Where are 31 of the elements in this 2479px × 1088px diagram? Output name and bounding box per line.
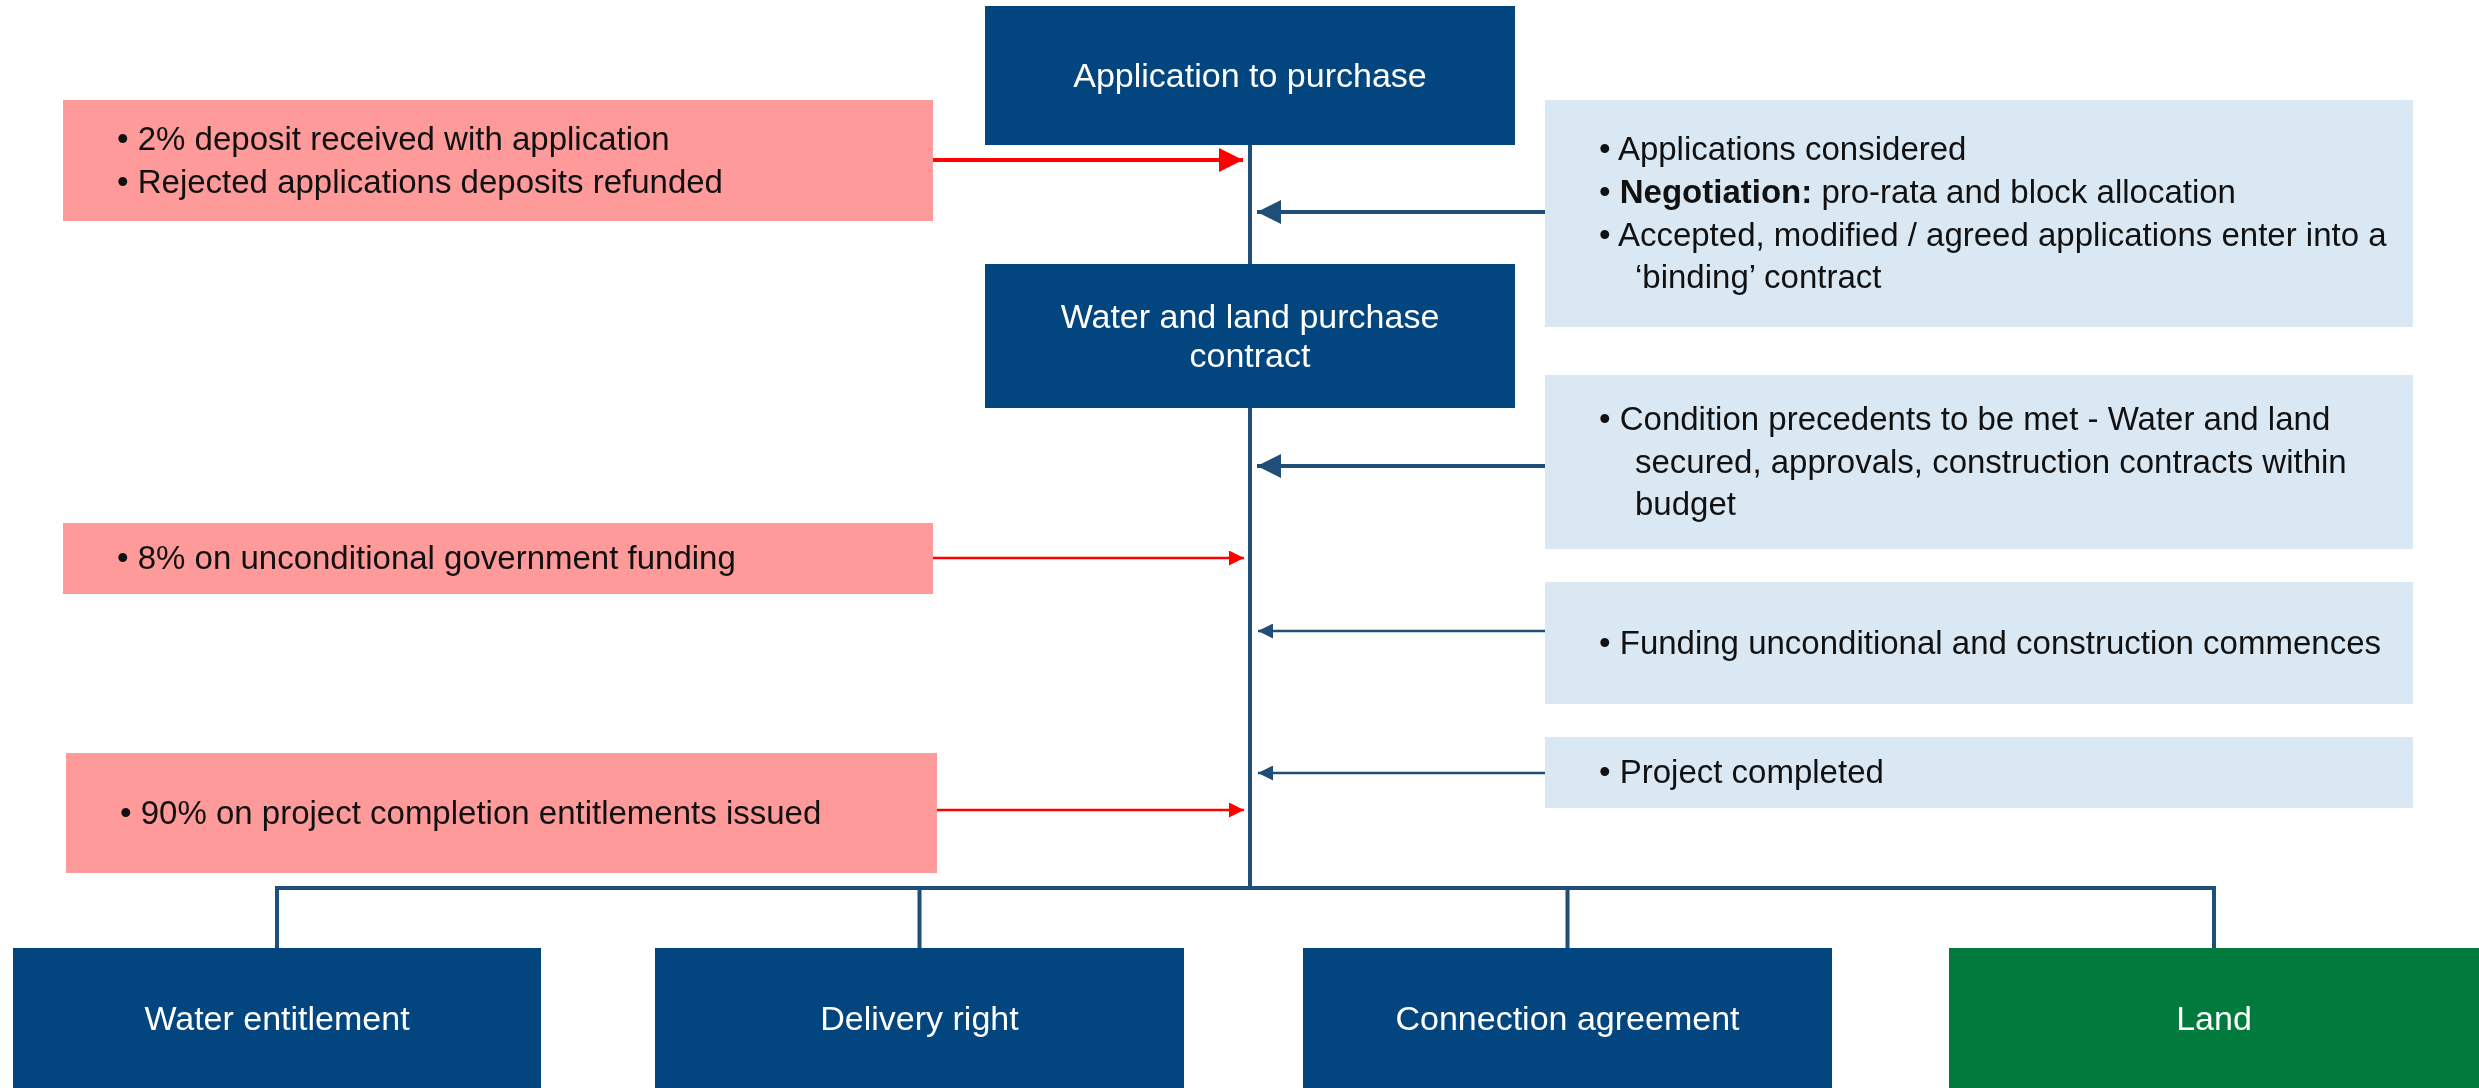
- arrow: [933, 550, 1244, 566]
- bullet-text: • 90% on project completion entitlements issued: [120, 792, 823, 833]
- arrow: [1257, 200, 1545, 224]
- arrow: [933, 148, 1243, 172]
- arrow: [1257, 454, 1545, 478]
- bullet-text: • 2% deposit received with application: [117, 118, 671, 159]
- process-box: Water entitlement: [13, 948, 541, 1088]
- bullet-text: • 8% on unconditional government funding: [117, 538, 737, 579]
- bullet-text: • Negotiation: pro-rata and block allocation: [1599, 171, 2237, 212]
- note-box: [63, 523, 933, 594]
- note-box: [1545, 375, 2413, 549]
- bullet-text: • Condition precedents to be met - Water and land secured, approvals, construction contracts within budget: [1599, 398, 2348, 525]
- connector-line: [1248, 145, 1252, 264]
- note-box: [1545, 100, 2413, 327]
- bullet-text: • Rejected applications deposits refunded: [117, 161, 724, 202]
- note-box: [1545, 737, 2413, 808]
- process-box: Water and land purchase contract: [985, 264, 1515, 408]
- process-box: Delivery right: [655, 948, 1184, 1088]
- note-box: [66, 753, 937, 873]
- bullet-text: • Funding unconditional and construction commences: [1599, 622, 2382, 663]
- note-box: [63, 100, 933, 221]
- bullet-text: • Applications considered: [1599, 128, 1968, 169]
- bullet-text: • Project completed: [1599, 752, 1885, 793]
- process-box: Connection agreement: [1303, 948, 1832, 1088]
- process-box: Application to purchase: [985, 6, 1515, 145]
- arrow: [1258, 765, 1545, 781]
- note-box: [1545, 582, 2413, 704]
- bullet-text: • Accepted, modified / agreed applications enter into a ‘binding’ contract: [1599, 214, 2388, 298]
- process-box: Land: [1949, 948, 2479, 1088]
- arrow: [937, 802, 1244, 818]
- arrow: [1258, 623, 1545, 639]
